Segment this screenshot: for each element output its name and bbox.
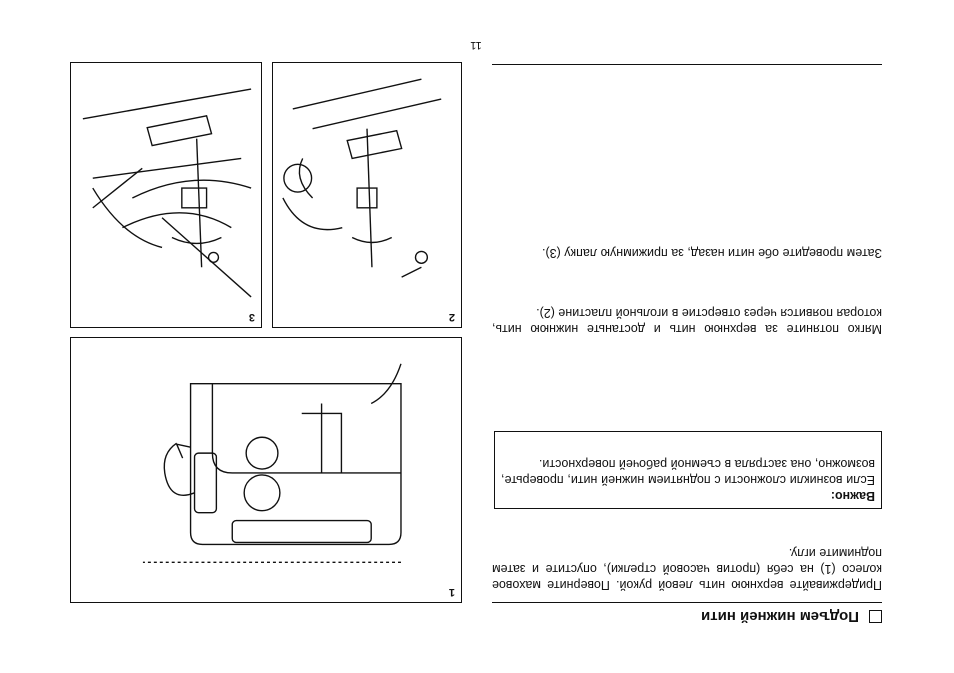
- note-title: Важно:: [830, 489, 875, 503]
- section-title-text: Подъем нижней нити: [701, 608, 859, 625]
- section-title: Подъем нижней нити: [482, 608, 882, 625]
- page-number: 11: [470, 39, 482, 51]
- top-rule: [492, 64, 882, 65]
- paragraph-threads-back: Затем проведите обе нити назад, за прижи…: [542, 246, 882, 260]
- checkbox-icon: [869, 610, 882, 623]
- figure-2: 2: [272, 62, 462, 328]
- figure-3: 3: [70, 62, 262, 328]
- pulling-bobbin-thread-illustration: [282, 78, 442, 278]
- sewing-machine-handwheel-illustration: [142, 363, 402, 563]
- important-note: Важно: Если возникли сложности с подняти…: [494, 431, 882, 509]
- title-rule: [492, 602, 882, 603]
- threads-behind-presser-foot-illustration: [82, 88, 252, 298]
- paragraph-pull-thread: Мягко потяните за верхнюю нить и достань…: [492, 306, 882, 336]
- paragraph-hold-thread: Придерживайте верхнюю нить левой рукой. …: [492, 546, 882, 592]
- figure-1: 1: [70, 337, 462, 603]
- note-body: Если возникли сложности с поднятием нижн…: [501, 457, 875, 487]
